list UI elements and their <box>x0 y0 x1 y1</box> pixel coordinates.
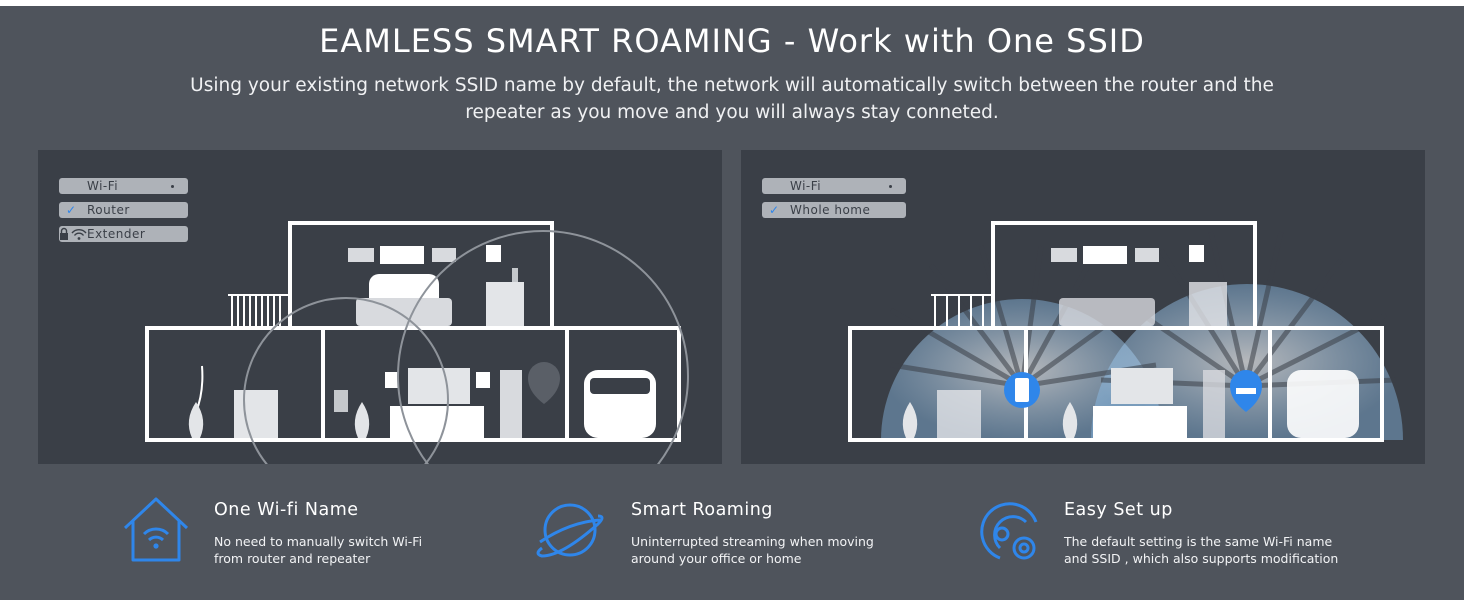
feature-description: No need to manually switch Wi-Fi from ro… <box>214 533 422 567</box>
checkmark-icon: ✓ <box>769 203 780 217</box>
wifi-row-label: Extender <box>87 227 146 241</box>
house-illustration-whole-home <box>848 221 1403 442</box>
subtitle-line-2: repeater as you move and you will always… <box>465 102 999 123</box>
feature-description: Uninterrupted streaming when moving arou… <box>631 533 874 567</box>
wifi-row-label: Wi-Fi <box>87 179 119 193</box>
wifi-network-list: Wi-Fi ✓ Whole home <box>762 178 906 226</box>
house-illustration-router <box>145 221 689 464</box>
checkmark-icon: ✓ <box>66 203 77 217</box>
page-title: EAMLESS SMART ROAMING - Work with One SS… <box>319 22 1145 60</box>
wifi-row-whole-home[interactable]: ✓ Whole home <box>762 202 906 218</box>
feature-title: Smart Roaming <box>631 500 773 520</box>
wifi-row-router[interactable]: ✓ Router <box>59 202 188 218</box>
status-dot-icon <box>171 185 174 188</box>
feature-description: The default setting is the same Wi-Fi na… <box>1064 533 1338 567</box>
home-wifi-icon <box>123 497 189 562</box>
wifi-network-list: Wi-Fi ✓ Router Extender <box>59 178 188 250</box>
signal-gear-icon <box>980 502 1038 560</box>
page-subtitle: Using your existing network SSID name by… <box>190 72 1274 126</box>
status-dot-icon <box>889 185 892 188</box>
whole-home-panel: Wi-Fi ✓ Whole home <box>741 150 1425 464</box>
wifi-row-header[interactable]: Wi-Fi <box>59 178 188 194</box>
wifi-row-extender[interactable]: Extender <box>59 226 188 242</box>
router-only-panel: Wi-Fi ✓ Router Extender <box>38 150 722 464</box>
feature-desc-line: The default setting is the same Wi-Fi na… <box>1064 534 1333 549</box>
feature-desc-line: Uninterrupted streaming when moving <box>631 534 874 549</box>
wifi-row-label: Wi-Fi <box>790 179 822 193</box>
feature-desc-line: and SSID , which also supports modificat… <box>1064 551 1339 566</box>
feature-desc-line: No need to manually switch Wi-Fi <box>214 534 423 549</box>
wifi-row-label: Whole home <box>790 203 871 217</box>
feature-desc-line: around your office or home <box>631 551 802 566</box>
wifi-row-header[interactable]: Wi-Fi <box>762 178 906 194</box>
wifi-row-label: Router <box>87 203 130 217</box>
lock-wifi-icon <box>60 227 87 240</box>
feature-title: One Wi-fi Name <box>214 500 359 520</box>
feature-desc-line: from router and repeater <box>214 551 371 566</box>
feature-title: Easy Set up <box>1064 500 1173 520</box>
subtitle-line-1: Using your existing network SSID name by… <box>190 75 1274 96</box>
orbit-icon <box>536 503 604 558</box>
